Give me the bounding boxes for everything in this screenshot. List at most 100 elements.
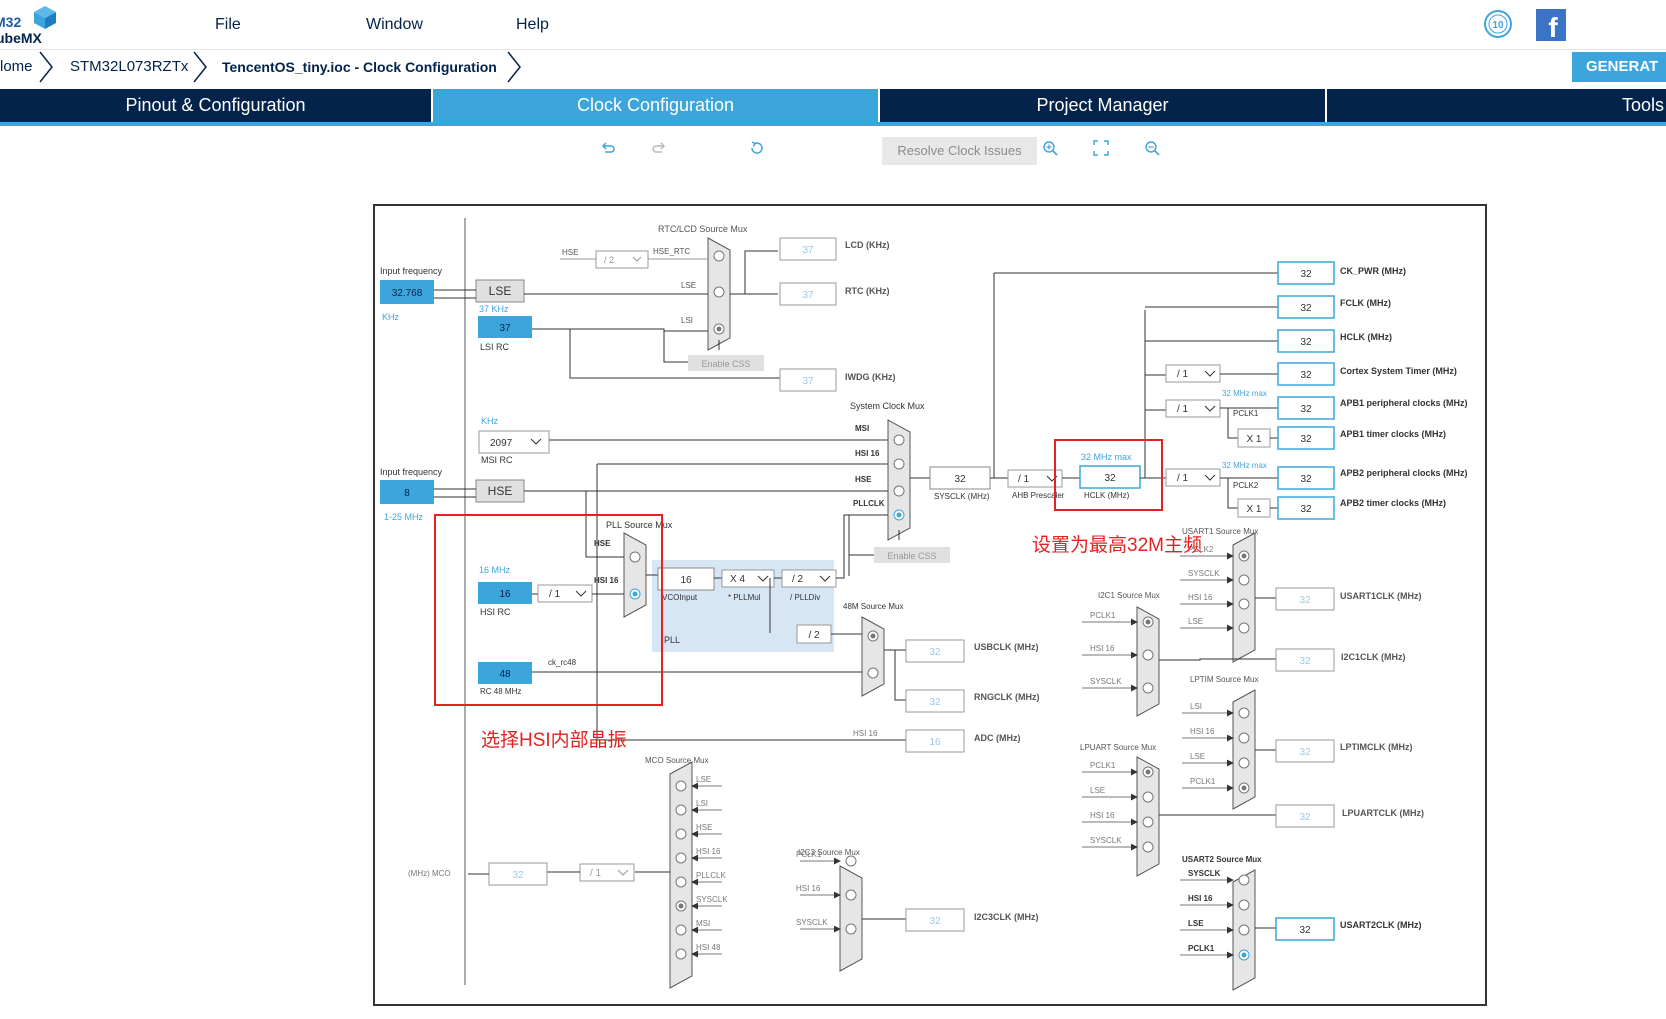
tab-project-manager[interactable]: Project Manager: [880, 89, 1327, 122]
mco_in-input-label: LSI: [696, 799, 708, 808]
usart2_in-radio[interactable]: [1238, 924, 1250, 936]
mco_in-radio[interactable]: [675, 948, 687, 960]
usart1_in-radio[interactable]: [1238, 598, 1250, 610]
i2c3clk-value: 32: [929, 916, 941, 927]
tab-pinout-configuration[interactable]: Pinout & Configuration: [0, 89, 433, 122]
usart2_in-radio[interactable]: [1238, 874, 1250, 886]
hclk-input-field[interactable]: [1079, 465, 1141, 489]
lptim_in-radio[interactable]: [1238, 732, 1250, 744]
i2c1clk-label: I2C1CLK (MHz): [1341, 652, 1406, 662]
sysclk-source-hse-radio[interactable]: [893, 485, 905, 497]
reset-icon[interactable]: [749, 140, 765, 156]
rc48-block: [478, 662, 532, 684]
pll-mux-hse-label: HSE: [594, 539, 611, 548]
rtc-mux-hse-radio[interactable]: [713, 250, 725, 262]
breadcrumb-home[interactable]: lome: [0, 58, 33, 75]
mco_in-radio[interactable]: [675, 804, 687, 816]
mco_in-radio[interactable]: [675, 828, 687, 840]
lptim_in-radio[interactable]: [1238, 757, 1250, 769]
i2c3_in-radio[interactable]: [845, 855, 857, 867]
adc-label: ADC (MHz): [974, 733, 1021, 743]
lse-input-field[interactable]: [380, 280, 434, 304]
lptimclk-label: LPTIMCLK (MHz): [1340, 742, 1412, 752]
usart2clk-label: USART2CLK (MHz): [1340, 920, 1422, 930]
lptim_in-radio[interactable]: [1238, 707, 1250, 719]
lcd-clock-value-box: [779, 237, 837, 261]
anniversary-badge-icon[interactable]: 10: [1483, 9, 1513, 39]
lse-input-frequency-label: Input frequency: [380, 266, 443, 276]
apb2-peripheral-value: 32: [1300, 474, 1312, 485]
usart2clk-value-box: [1275, 917, 1335, 941]
lcd-clock-value: 37: [802, 245, 814, 256]
usart1_in-input-label: SYSCLK: [1188, 569, 1220, 578]
sysclk-source-hsi16-radio[interactable]: [893, 458, 905, 470]
msi-range-select[interactable]: [478, 430, 550, 454]
rtc-mux-lse-radio[interactable]: [713, 286, 725, 298]
lpuart_in-radio[interactable]: [1142, 816, 1154, 828]
generate-code-button[interactable]: GENERAT: [1572, 52, 1666, 82]
redo-icon[interactable]: [651, 140, 667, 156]
hse-input-frequency-label: Input frequency: [380, 467, 443, 477]
usart1clk-value: 32: [1299, 595, 1311, 606]
i2c1_in-radio[interactable]: [1142, 649, 1154, 661]
i2c3_in-radio[interactable]: [845, 923, 857, 935]
usart1_in-radio[interactable]: [1238, 574, 1250, 586]
lptim_in-input-label: HSI 16: [1190, 727, 1215, 736]
lsi-rc-block: [478, 316, 532, 338]
tab-clock-configuration[interactable]: Clock Configuration: [433, 89, 880, 122]
apb1-timer-multiplier-value: X 1: [1246, 434, 1261, 445]
menu-window[interactable]: Window: [366, 16, 423, 33]
sysclk-source-msi-radio[interactable]: [893, 434, 905, 446]
lptimclk-value: 32: [1299, 747, 1311, 758]
usart2_in-radio[interactable]: [1238, 899, 1250, 911]
apb2-timer-value-box: [1277, 496, 1335, 520]
chevron-down-icon: [530, 438, 542, 445]
zoom-in-icon[interactable]: [1042, 140, 1058, 156]
enable-css-button[interactable]: [874, 547, 950, 563]
usart2clk-value: 32: [1299, 925, 1311, 936]
i2c3_in-input-label: PCLK1: [796, 850, 822, 859]
chevron-right-icon: [507, 51, 521, 83]
pll-source-hse-radio[interactable]: [629, 551, 641, 563]
menu-help[interactable]: Help: [516, 16, 549, 33]
chevron-down-icon: [1204, 370, 1216, 377]
fit-to-screen-icon[interactable]: [1093, 140, 1109, 156]
mco_in-radio[interactable]: [675, 780, 687, 792]
hse-input-field[interactable]: [380, 480, 434, 504]
i2c3-source-mux: [839, 865, 863, 972]
zoom-out-icon[interactable]: [1144, 140, 1160, 156]
mco_in-radio[interactable]: [675, 924, 687, 936]
apb2-peripheral-value-box: [1277, 466, 1335, 490]
usart1_in-input-label: LSE: [1188, 617, 1203, 626]
facebook-icon[interactable]: f: [1536, 9, 1566, 41]
i2c1_in-radio[interactable]: [1142, 682, 1154, 694]
mux48m-rc48-radio[interactable]: [867, 667, 879, 679]
ahb-prescaler-label: AHB Prescaler: [1012, 491, 1065, 500]
lpuart_in-input-label: HSI 16: [1090, 811, 1115, 820]
mco_in-radio[interactable]: [675, 852, 687, 864]
tab-tools[interactable]: Tools: [1621, 95, 1664, 115]
lptim_in-input-label: PCLK1: [1190, 777, 1216, 786]
hsi-rc-label: HSI RC: [480, 607, 511, 617]
resolve-clock-issues-button[interactable]: Resolve Clock Issues: [882, 137, 1037, 165]
hsi-divider-value: / 1: [549, 589, 561, 600]
breadcrumb-device[interactable]: STM32L073RZTx: [70, 58, 189, 75]
i2c3_in-radio[interactable]: [845, 889, 857, 901]
logo-text-line2: ubeMX: [0, 30, 42, 46]
hse-rtc-divider-value: / 2: [604, 255, 614, 265]
usart2-mux-title: USART2 Source Mux: [1182, 855, 1262, 864]
mco_in-radio[interactable]: [675, 876, 687, 888]
hclk-output-value: 32: [1300, 337, 1312, 348]
menu-file[interactable]: File: [215, 16, 241, 33]
apb1-peripheral-value-box: [1277, 396, 1335, 420]
lpuart_in-input-label: SYSCLK: [1090, 836, 1122, 845]
lpuart_in-radio[interactable]: [1142, 791, 1154, 803]
rtc-enable-css-button[interactable]: [688, 355, 764, 371]
usart1_in-radio-selected-dot: [1241, 553, 1247, 559]
usart1_in-radio[interactable]: [1238, 622, 1250, 634]
lsi-value: 37: [499, 323, 511, 334]
i2c1-source-mux: [1136, 606, 1160, 717]
lpuart_in-radio[interactable]: [1142, 841, 1154, 853]
undo-icon[interactable]: [600, 140, 616, 156]
